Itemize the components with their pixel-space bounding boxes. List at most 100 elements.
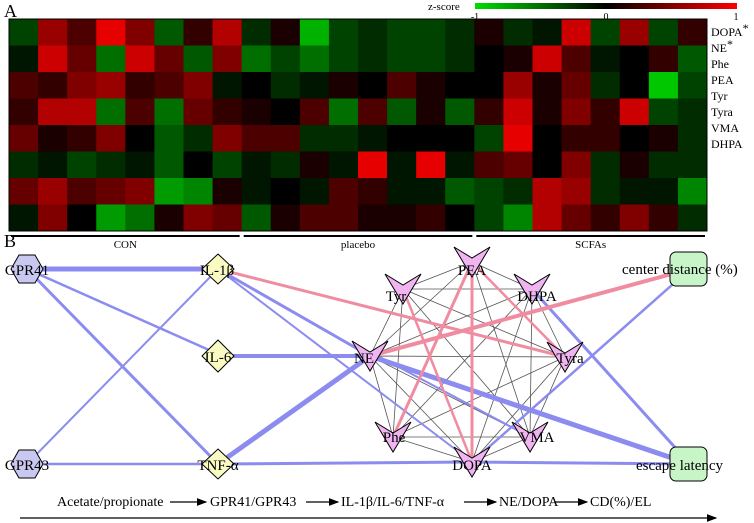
edge-tnfa-ne [215,353,373,467]
heatmap-cell [154,151,184,179]
heatmap-cell [38,178,68,205]
heatmap-cell [241,151,272,179]
row-label-ne: NE* [711,37,733,55]
heatmap-cell [416,19,446,46]
tyr-node-shape [384,273,422,305]
edge-dhpa-el [530,287,692,466]
metabolite-node-labels: PEA Tyr DHPA NE Tyra Phe VMA DOPA [354,263,584,474]
heatmap-cell [358,45,388,73]
mesh-edge [369,288,533,357]
heatmap-cell [358,204,388,232]
heatmap-cell [619,151,650,179]
edge-pea-phe [391,260,474,439]
heatmap-cell [387,45,417,73]
phe-node-shape [374,421,412,453]
heatmap-cell [445,98,475,126]
heatmap-cell [648,19,679,46]
mesh-edge [369,261,473,357]
gpr43-node-label: GPR43 [5,458,49,474]
pathway-step-3: IL-1β/IL-6/TNF-α [341,495,445,510]
heatmap-cell [648,98,679,126]
heatmap-cell [67,98,97,126]
mesh-edge [392,356,566,438]
heatmap-cell [561,72,592,99]
heatmap-cell [241,204,272,232]
mesh-edge [402,288,531,438]
colorbar-title: z-score [428,1,460,13]
negative-correlation-edges [24,266,693,467]
heatmap-cell [299,178,330,205]
heatmap-cell [503,151,533,179]
heatmap-cell [503,125,533,152]
heatmap-cell [532,204,562,232]
heatmap-cell [358,178,388,205]
pea-node-label: PEA [458,263,487,279]
heatmap-cell [328,151,359,179]
heatmap-cell [445,19,475,46]
el-node-shape [669,446,708,482]
mesh-edge [529,356,566,438]
heatmap-cell [590,45,621,73]
row-label-dhpa: DHPA [711,137,743,151]
heatmap-cell [445,72,475,99]
heatmap-cell [299,72,330,99]
edge-ne-vma [377,355,531,438]
heatmap-cell [532,125,562,152]
heatmap-cell [38,45,68,73]
heatmap-cell [183,178,213,205]
edge-dopa-el [470,460,692,466]
heatmap-cell [590,151,621,179]
heatmap-cell [154,204,184,232]
heatmap-cell [474,125,504,152]
heatmap-cell [96,204,126,232]
heatmap-cell [387,178,417,205]
heatmap-cell [416,125,446,152]
heatmap-cell [532,151,562,179]
tyr-node-label: Tyr [386,289,407,305]
heatmap-cell [358,125,388,152]
heatmap-cell [328,178,359,205]
heatmap-cell [561,19,592,46]
heatmap-cell [212,151,243,179]
heatmap-cell [212,98,243,126]
heatmap-cell [212,19,243,46]
heatmap-cell [532,45,562,73]
heatmap-cell [212,178,243,205]
heatmap-cell [212,72,243,99]
heatmap-cell [125,98,155,126]
gpr41-node-label: GPR41 [5,263,49,279]
vma-node-shape [511,421,549,453]
heatmap-cell [503,19,533,46]
heatmap-cell [38,204,68,232]
group-label-placebo: placebo [341,239,376,251]
pathway-step-2: GPR41/GPR43 [210,495,296,510]
heatmap-cell [183,98,213,126]
heatmap-cell [561,98,592,126]
cytokine-nodes: IL-1β IL-6 TNF-α [197,253,239,480]
edge-tyr-dopa [401,287,474,464]
heatmap-cell [241,178,272,205]
heatmap-cell [67,178,97,205]
heatmap-cell [212,45,243,73]
heatmap-cell [561,178,592,205]
heatmap-cell [445,45,475,73]
mesh-edge [471,356,566,463]
heatmap-cell [96,178,126,205]
heatmap-cell [125,45,155,73]
heatmap-cell [125,204,155,232]
edge-dopa-cd [470,267,692,464]
heatmap-cell [38,72,68,99]
heatmap-cell [270,98,301,126]
receptor-nodes: GPR41 GPR43 [5,254,49,479]
heatmap-cell [38,151,68,179]
mesh-edge [369,288,404,357]
positive-correlation-edges [216,260,692,464]
heatmap-cell [270,72,301,99]
heatmap-cell [154,125,184,152]
heatmap-cell [677,45,708,73]
mesh-edge [392,288,533,438]
heatmap-cell [154,45,184,73]
heatmap-cell [96,45,126,73]
colorbar-mid-label: 0 [604,12,609,23]
